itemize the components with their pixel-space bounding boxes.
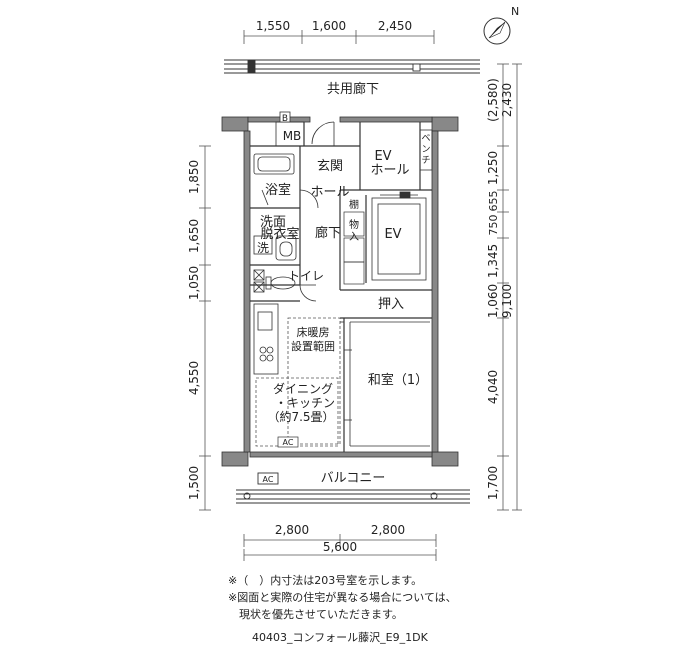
dim-left-1: 1,850	[187, 160, 201, 194]
dim-right-4: 655	[487, 191, 500, 212]
room-hall-label: ホール	[310, 185, 349, 200]
dimension-lines	[199, 30, 522, 561]
floor-heat-label-2: 設置範囲	[291, 339, 335, 353]
dim-left-2: 1,650	[187, 219, 201, 253]
corridor-railing	[224, 59, 480, 74]
dim-right-8: 4,040	[486, 370, 500, 404]
storage-units	[343, 211, 365, 285]
dim-right-9: 1,700	[486, 466, 500, 500]
notes: ※（ ）内寸法は203号室を示します。 ※図面と実際の住宅が異なる場合については…	[228, 572, 457, 623]
ac-label-balcony: AC	[263, 475, 274, 484]
dim-bottom-total: 5,600	[323, 540, 357, 554]
doors	[299, 121, 335, 302]
mb-label: MB	[283, 129, 302, 143]
room-dk-label-2: ・キッチン	[275, 396, 335, 410]
bench-label-1: ベ	[421, 134, 430, 144]
room-corridor-label: 共用廊下	[327, 81, 379, 97]
elevator-shaft	[371, 191, 427, 281]
dim-top-1: 1,550	[256, 19, 290, 33]
room-balcony-label: バルコニー	[321, 471, 386, 486]
note-line-1: ※（ ）内寸法は203号室を示します。	[228, 574, 423, 587]
room-dk-label-1: ダイニング	[273, 381, 333, 396]
room-washitsu-label: 和室（1）	[368, 372, 428, 388]
dim-top-3: 2,450	[378, 19, 412, 33]
room-washroom-label-1: 洗面	[260, 215, 286, 230]
compass-icon: N	[483, 5, 519, 45]
room-closet-label: 押入	[378, 297, 404, 312]
floor-heat-label-1: 床暖房	[297, 325, 330, 339]
washroom-fixtures	[253, 235, 297, 261]
floor-heating-area-upper	[287, 317, 341, 445]
dim-right-5: 750	[487, 215, 500, 236]
kitchen-counter	[253, 303, 279, 375]
room-dk-label-3: （約7.5畳）	[267, 409, 334, 424]
dim-right-2: 2,430	[500, 83, 514, 117]
room-labels: 玄関 EV ホール 浴室 ホール 洗面 脱衣室 棚 廊下 物 入 EV 洗 トイ…	[257, 149, 428, 486]
note-line-2: ※図面と実際の住宅が異なる場合については、	[228, 591, 457, 604]
room-hallway-label: 廊下	[315, 225, 341, 241]
wash-label: 洗	[257, 241, 269, 255]
dim-top-2: 1,600	[312, 19, 346, 33]
room-washroom-label-2: 脱衣室	[260, 226, 299, 242]
dim-left-4: 4,550	[187, 361, 201, 395]
room-ev-hall-label-2: ホール	[370, 163, 409, 178]
dim-left-5: 1,500	[187, 466, 201, 500]
dim-right-6: 1,345	[486, 244, 500, 278]
ac-unit-inner	[277, 436, 299, 448]
dim-right-3: 1,250	[486, 151, 500, 185]
dim-bottom-2: 2,800	[371, 523, 405, 537]
toilet-fixture	[253, 269, 296, 293]
walls	[221, 116, 459, 467]
room-ev-label: EV	[384, 227, 401, 242]
bench-label-3: チ	[421, 155, 430, 166]
room-bath-label: 浴室	[265, 182, 291, 198]
room-ev-hall-label-1: EV	[374, 149, 391, 164]
ac-label-inner: AC	[283, 438, 294, 447]
dim-bottom-1: 2,800	[275, 523, 309, 537]
bench-label-2: ン	[421, 145, 430, 155]
dim-right-total: 9,100	[500, 284, 514, 318]
b-label: B	[282, 114, 288, 124]
storage-label-1: 物	[349, 218, 359, 231]
washitsu-details	[340, 321, 430, 447]
note-line-3: 現状を優先させていただきます。	[228, 608, 403, 621]
shelf-label: 棚	[349, 198, 359, 211]
room-toilet-label: トイレ	[288, 269, 324, 283]
dim-left-3: 1,050	[187, 266, 201, 300]
balcony-railing	[236, 472, 470, 504]
compass-label: N	[511, 5, 519, 18]
dimension-labels: 1,550 1,600 2,450 2,800 2,800 5,600 1,85…	[187, 19, 514, 554]
storage-label-2: 入	[349, 232, 359, 243]
room-genkan-label: 玄関	[317, 159, 343, 174]
dim-right-7: 1,060	[486, 284, 500, 318]
bench	[419, 129, 433, 171]
bathtub	[253, 153, 295, 206]
mb-box	[275, 111, 305, 147]
dim-right-1: (2,580)	[486, 78, 500, 122]
plan-caption: 40403_コンフォール藤沢_E9_1DK	[252, 631, 428, 644]
